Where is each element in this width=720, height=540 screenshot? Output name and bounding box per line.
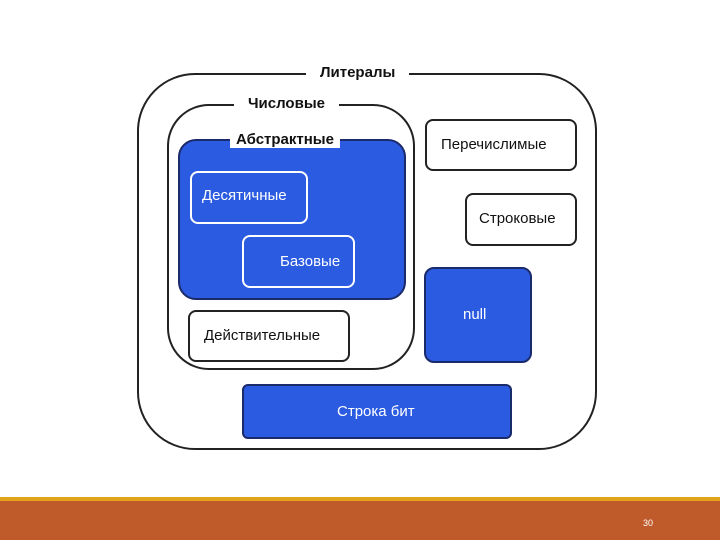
decimal-text: Десятичные (202, 187, 287, 204)
abstract-label: Абстрактные (230, 131, 340, 148)
base-box: Базовые (242, 235, 355, 288)
string-text: Строковые (479, 210, 556, 227)
enumerated-box: Перечислимые (425, 119, 577, 171)
bitstring-box: Строка бит (242, 384, 512, 439)
footer-yellow-stripe (0, 497, 720, 501)
real-box: Действительные (188, 310, 350, 362)
real-text: Действительные (204, 327, 321, 344)
literals-label: Литералы (306, 64, 410, 81)
numeric-label: Числовые (234, 95, 339, 112)
string-box: Строковые (465, 193, 577, 246)
enumerated-text: Перечислимые (441, 136, 547, 153)
decimal-box: Десятичные (190, 171, 308, 224)
null-box: null (424, 267, 532, 363)
null-text: null (463, 306, 487, 323)
page-number: 30 (643, 518, 654, 528)
base-text: Базовые (280, 253, 341, 270)
footer-bar: 30 (0, 501, 720, 540)
bitstring-text: Строка бит (337, 403, 415, 420)
